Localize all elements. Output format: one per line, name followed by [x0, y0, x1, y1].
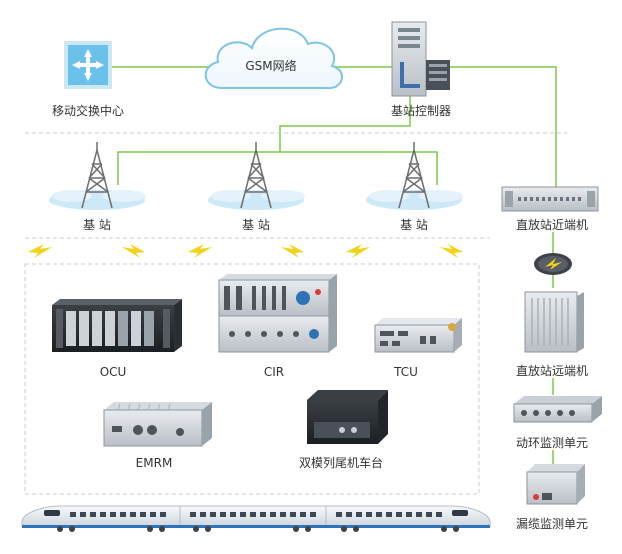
bts-1: 基 站: [49, 142, 146, 232]
cir-device: CIR: [218, 274, 337, 379]
onboard-equipment-box: [24, 263, 480, 495]
dashed-separators: [24, 132, 567, 495]
tower-icon: [240, 142, 272, 209]
remote-unit-icon: [524, 291, 578, 353]
bsc-node: 基站控制器: [391, 21, 451, 118]
ocu-device: OCU: [52, 299, 182, 379]
repeater-near-label: 直放站近端机: [516, 217, 588, 232]
bsc-label: 基站控制器: [391, 104, 451, 118]
repeater-far-node: 直放站远端机: [516, 291, 588, 378]
server-tower-icon: [391, 21, 427, 97]
msc-label: 移动交换中心: [52, 103, 124, 118]
leaky-monitor-label: 漏缆监测单元: [516, 517, 588, 531]
dual-mode-tail-device: 双模列尾机车台: [299, 390, 388, 470]
bts-3: 基 站: [366, 142, 463, 232]
bsc-repeater-link: [448, 66, 557, 188]
repeater-far-label: 直放站远端机: [516, 363, 588, 378]
tcu-label: TCU: [393, 365, 418, 379]
train: [21, 505, 491, 532]
bts-chain-link: [117, 151, 438, 185]
lightning-icon: [281, 244, 304, 258]
cir-label: CIR: [264, 365, 284, 379]
ocu-label: OCU: [100, 365, 127, 379]
lightning-icon: [122, 244, 145, 258]
connection-lines: [110, 66, 557, 465]
gsm-cloud: GSM网络: [204, 27, 343, 90]
bts-2: 基 站: [208, 142, 305, 232]
repeater-near-node: 直放站近端机: [501, 186, 599, 232]
bts-label: 基 站: [242, 218, 270, 232]
tower-icon: [398, 142, 430, 209]
env-monitor-label: 动环监测单元: [516, 436, 588, 450]
bts-group: 基 站 基 站: [49, 142, 463, 232]
lightning-icon: [346, 244, 370, 258]
arrows-cross-icon: [72, 49, 104, 81]
emrm-label: EMRM: [136, 456, 173, 470]
gsm-label: GSM网络: [245, 58, 296, 73]
tower-icon: [81, 142, 113, 209]
tcu-box-icon: [374, 324, 455, 353]
bts-label: 基 站: [83, 218, 111, 232]
cloud-icon: [204, 27, 343, 90]
leaky-monitor-node: 漏缆监测单元: [516, 464, 588, 531]
env-monitor-node: 动环监测单元: [513, 396, 602, 450]
emrm-device: EMRM: [103, 402, 212, 470]
bts-label: 基 站: [400, 218, 428, 232]
lightning-icon: [440, 244, 463, 258]
lightning-icon: [188, 244, 212, 258]
dual-mode-tail-label: 双模列尾机车台: [299, 455, 383, 470]
fiber-coupler-icon: [534, 253, 572, 275]
lightning-icon: [28, 244, 52, 258]
wireless-signals: [28, 244, 463, 258]
bsc-bts-link: [279, 95, 411, 152]
msc-node: 移动交换中心: [52, 41, 124, 118]
tcu-device: TCU: [374, 318, 462, 379]
